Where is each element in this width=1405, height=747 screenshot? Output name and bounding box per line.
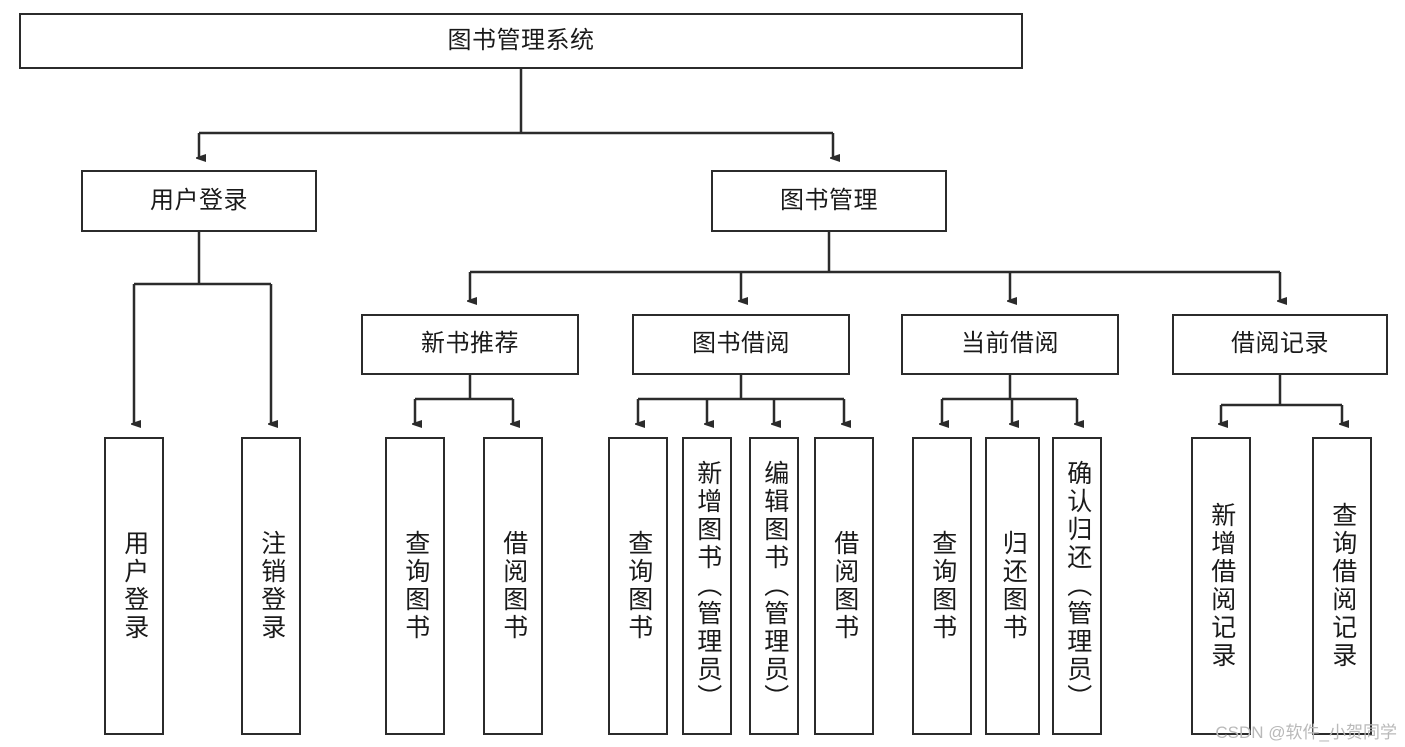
node-label: 查询图书	[401, 530, 430, 642]
edge-userlogin-to-leaves	[134, 232, 271, 424]
node-label: 归还图书	[999, 530, 1028, 642]
leaf-query-borrow-record[interactable]: 查询借阅记录	[1312, 437, 1372, 735]
node-label: 当前借阅	[961, 330, 1059, 358]
node-label: 图书管理系统	[447, 26, 595, 54]
node-book-management-system[interactable]: 图书管理系统	[19, 13, 1023, 69]
node-label: 新增图书（管理员）	[693, 460, 722, 712]
leaf-borrow-book-1[interactable]: 借阅图书	[483, 437, 543, 735]
leaf-add-borrow-record[interactable]: 新增借阅记录	[1191, 437, 1251, 735]
leaf-borrow-book-2[interactable]: 借阅图书	[814, 437, 874, 735]
node-label: 借阅图书	[499, 530, 528, 642]
node-label: 查询图书	[624, 530, 653, 642]
node-new-book-recommendation[interactable]: 新书推荐	[361, 314, 579, 375]
node-label: 注销登录	[257, 530, 286, 642]
node-label: 查询图书	[928, 530, 957, 642]
leaf-logout[interactable]: 注销登录	[241, 437, 301, 735]
node-user-login[interactable]: 用户登录	[81, 170, 317, 232]
node-label: 借阅图书	[830, 530, 859, 642]
leaf-query-book-3[interactable]: 查询图书	[912, 437, 972, 735]
node-label: 新增借阅记录	[1207, 502, 1236, 670]
leaf-confirm-return-admin[interactable]: 确认归还（管理员）	[1052, 437, 1102, 735]
edge-root-to-level2	[199, 69, 833, 158]
node-label: 用户登录	[120, 530, 149, 642]
edge-borrowrecord-to-leaves	[1221, 375, 1342, 424]
edge-bookborrow-to-leaves	[638, 375, 844, 424]
leaf-query-book-2[interactable]: 查询图书	[608, 437, 668, 735]
edge-bookmanage-to-level3	[470, 232, 1280, 301]
node-label: 图书管理	[780, 186, 878, 214]
node-label: 确认归还（管理员）	[1063, 460, 1092, 712]
watermark-text: CSDN @软件_小贺同学	[1215, 723, 1397, 742]
node-label: 用户登录	[150, 186, 248, 214]
leaf-query-book-1[interactable]: 查询图书	[385, 437, 445, 735]
leaf-add-book-admin[interactable]: 新增图书（管理员）	[682, 437, 732, 735]
node-book-borrow[interactable]: 图书借阅	[632, 314, 850, 375]
node-label: 编辑图书（管理员）	[760, 460, 789, 712]
node-borrow-record[interactable]: 借阅记录	[1172, 314, 1388, 375]
node-label: 查询借阅记录	[1328, 502, 1357, 670]
edge-newbookrec-to-leaves	[415, 375, 513, 424]
leaf-edit-book-admin[interactable]: 编辑图书（管理员）	[749, 437, 799, 735]
leaf-return-book[interactable]: 归还图书	[985, 437, 1040, 735]
node-label: 图书借阅	[692, 330, 790, 358]
leaf-user-login[interactable]: 用户登录	[104, 437, 164, 735]
node-label: 借阅记录	[1231, 330, 1329, 358]
node-current-borrow[interactable]: 当前借阅	[901, 314, 1119, 375]
node-label: 新书推荐	[421, 330, 519, 358]
node-book-manage[interactable]: 图书管理	[711, 170, 947, 232]
edge-currentborrow-to-leaves	[942, 375, 1077, 424]
